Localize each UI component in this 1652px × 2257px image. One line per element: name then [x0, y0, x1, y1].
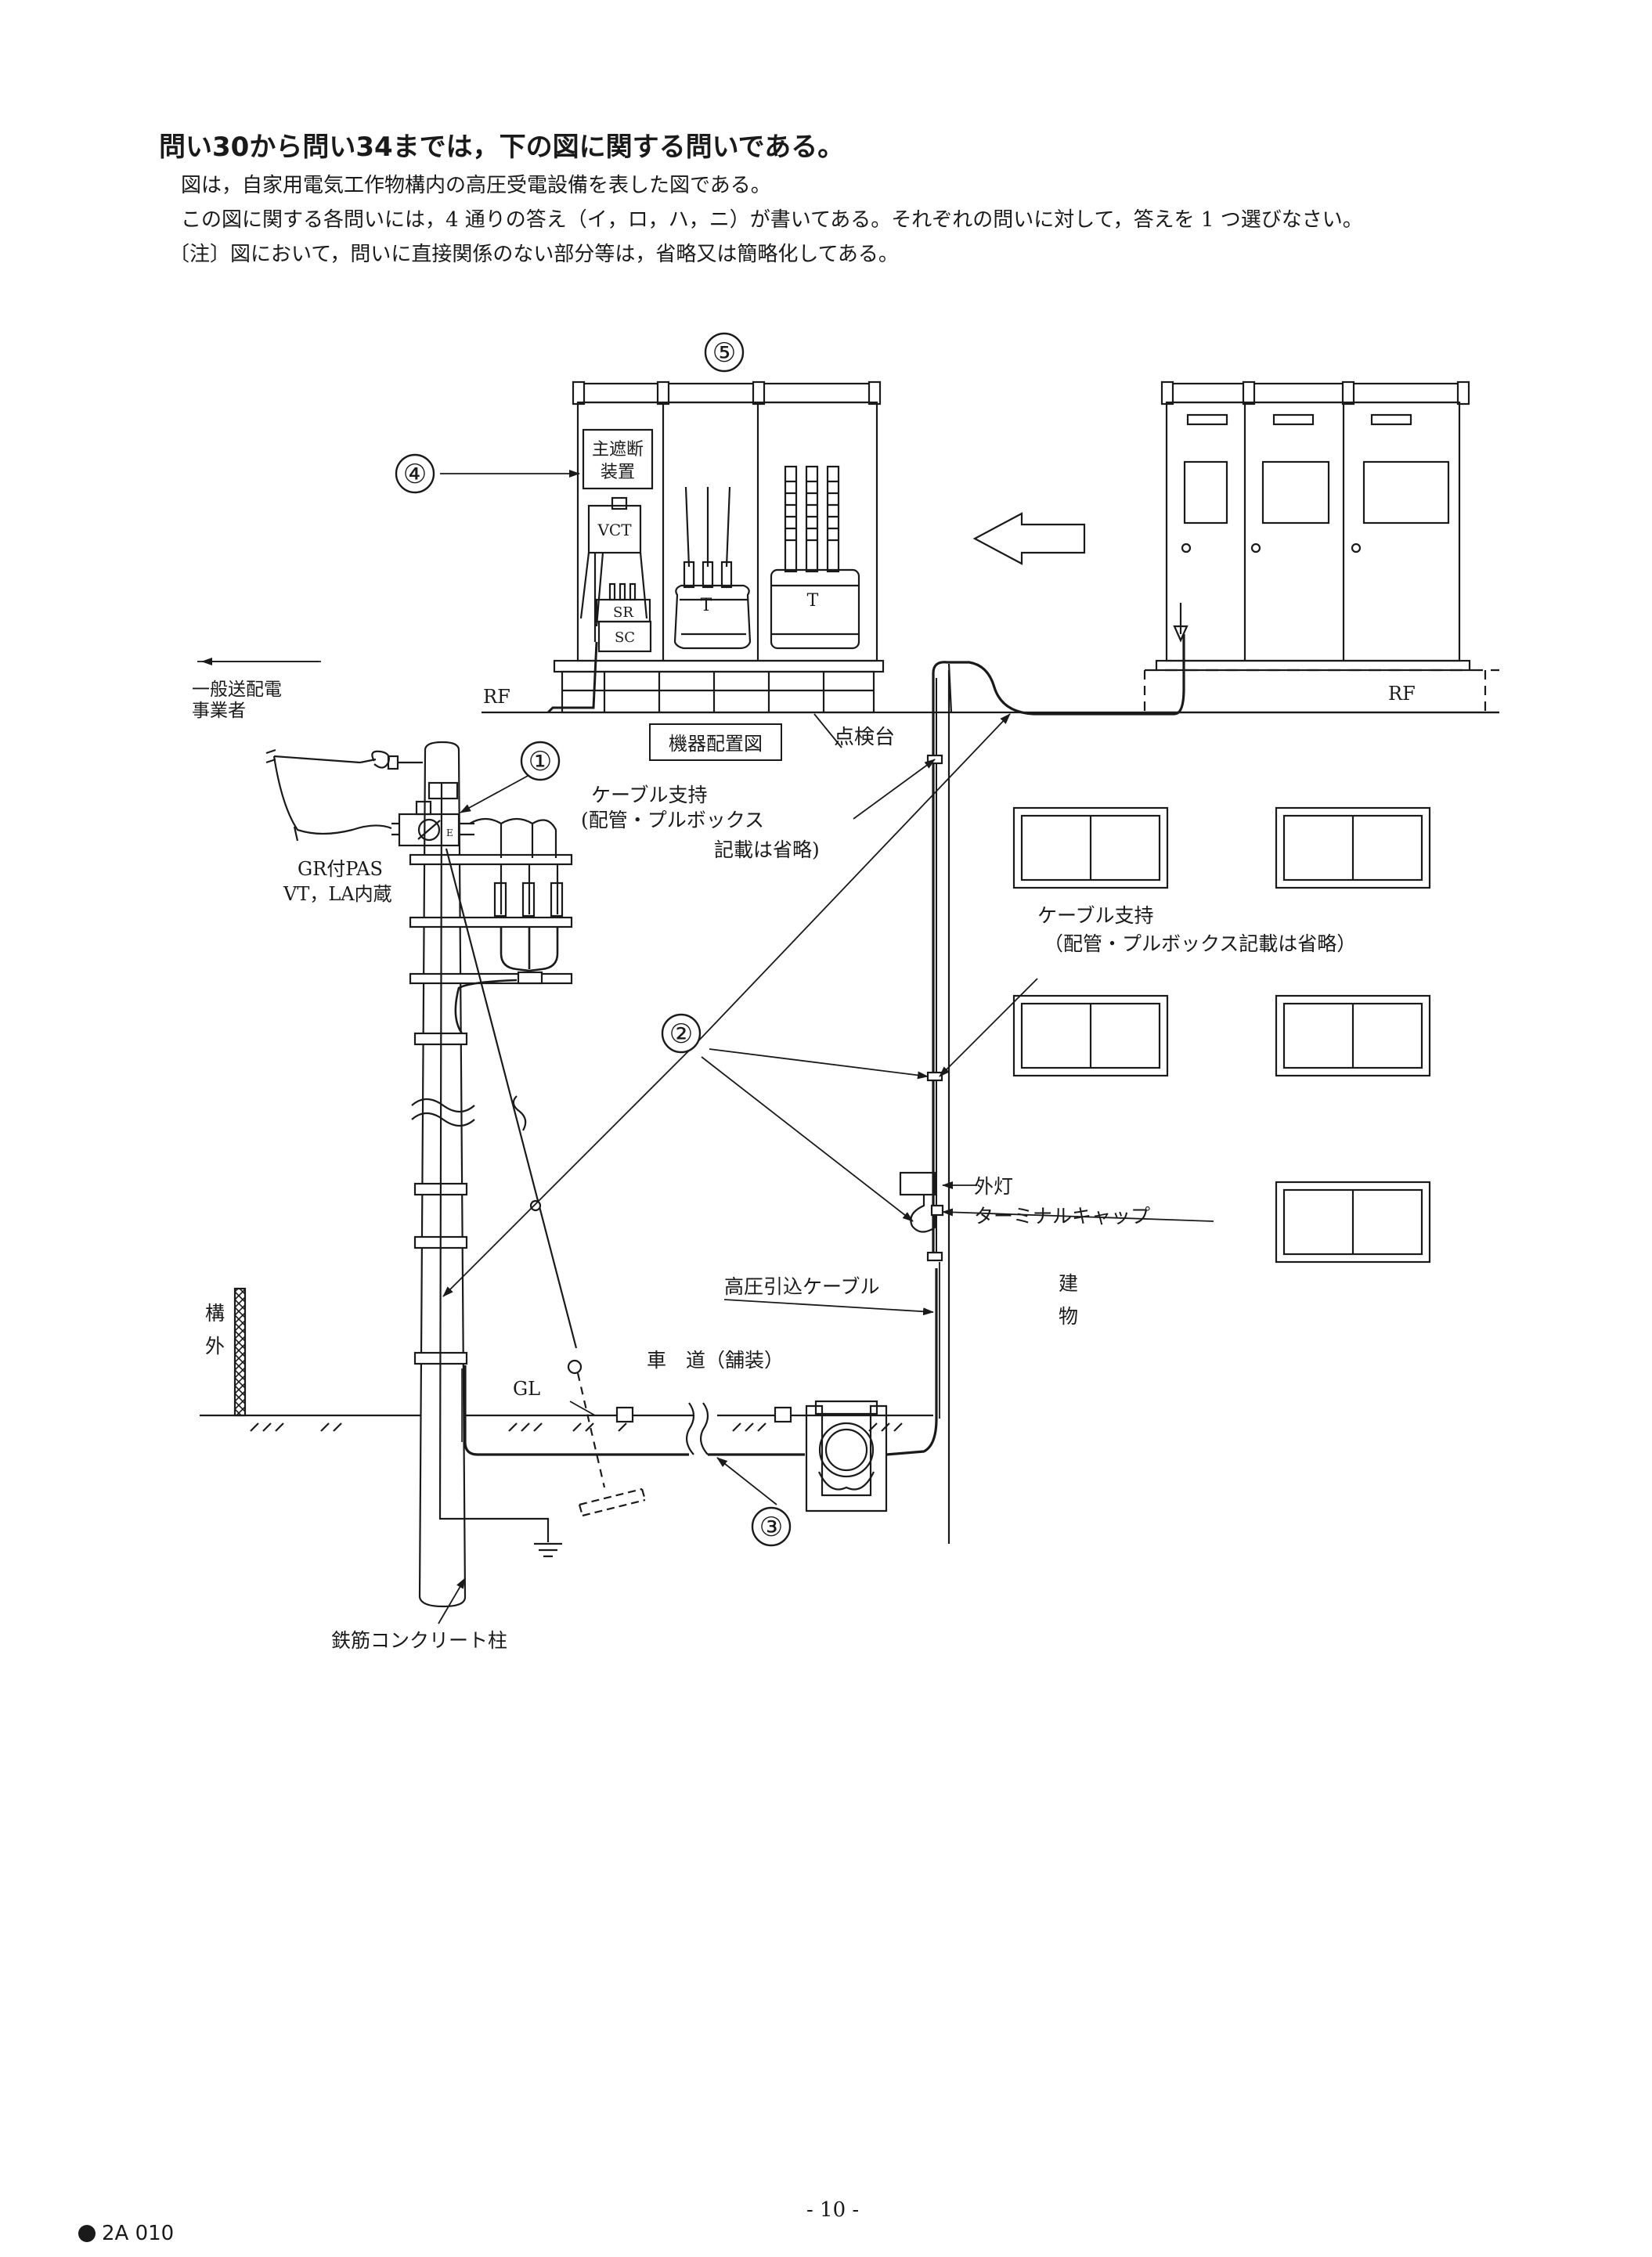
svg-text:③: ③ [759, 1512, 783, 1543]
intro-note: 〔注〕図において，問いに直接関係のない部分等は，省略又は簡略化してある。 [169, 243, 899, 266]
label-pas-2: VT，LA内蔵 [283, 883, 392, 905]
outdoor-light [899, 1171, 936, 1196]
label-rf-left: RF [483, 686, 510, 708]
transformer-2 [770, 465, 860, 650]
svg-text:⑤: ⑤ [712, 337, 736, 369]
footer-code-text: 2A 010 [102, 2222, 175, 2245]
equipment-layout-box [649, 723, 782, 761]
label-hv-cable: 高圧引込ケーブル [724, 1275, 880, 1298]
intro-line-2: この図に関する各問いには，4 通りの答え（イ，ロ，ハ，ニ）が書いてある。それぞれ… [181, 208, 1363, 232]
old-switchgear [1155, 380, 1471, 672]
label-cable-support-note-b: （配管・プルボックス記載は省略） [1044, 932, 1356, 955]
label-transformer-1: T [701, 596, 712, 615]
relocation-arrow [972, 512, 1086, 565]
label-pas-1: GR付PAS [298, 858, 383, 880]
label-building-1: 建 [1059, 1272, 1078, 1295]
marker-1: ① [520, 741, 561, 781]
label-utility-1: 一般送配電 [192, 680, 282, 700]
marker-5: ⑤ [704, 332, 745, 373]
handhole [805, 1400, 888, 1512]
label-utility-2: 事業者 [192, 701, 246, 721]
label-inspection-stand: 点検台 [834, 726, 895, 749]
sc-box [597, 620, 652, 653]
label-pas-e: E [446, 827, 453, 838]
main-breaker-box [582, 428, 654, 490]
label-main-breaker-2: 装置 [601, 463, 635, 482]
label-vct: VCT [597, 521, 632, 539]
label-equipment-layout: 機器配置図 [669, 733, 763, 755]
marker-2: ② [661, 1013, 702, 1054]
label-cable-support-note-a2: 記載は省略) [714, 838, 820, 861]
svg-text:①: ① [528, 746, 552, 777]
label-transformer-2: T [807, 591, 819, 611]
building-windows [1012, 806, 1431, 1264]
label-sr: SR [613, 604, 633, 621]
label-sc: SC [615, 629, 635, 646]
label-outside-2: 外 [205, 1335, 225, 1357]
hv-cable-rooftop [932, 634, 1185, 1256]
cubicle [546, 380, 885, 714]
diagram-labels: 主遮断 装置 VCT SR SC T T RF RF 一般送配電 事業者 機器配… [192, 440, 1416, 1652]
cable-support-3 [926, 1251, 943, 1262]
site-boundary-post [233, 1287, 247, 1417]
terminal-cap [910, 1195, 936, 1233]
label-gl: GL [513, 1378, 540, 1400]
transformer-1 [673, 486, 752, 650]
label-outside-1: 構 [205, 1302, 225, 1325]
label-cable-support-1: ケーブル支持 [591, 784, 708, 806]
label-building-2: 物 [1059, 1305, 1078, 1328]
page-number: - 10 - [806, 2198, 860, 2222]
label-main-breaker-1: 主遮断 [592, 440, 644, 460]
concrete-pole [409, 741, 573, 1608]
underground-cable [463, 1365, 805, 1456]
label-roadway: 車 道（舗装） [647, 1349, 784, 1372]
label-outdoor-light: 外灯 [974, 1175, 1013, 1198]
label-pole: 鉄筋コンクリート柱 [331, 1629, 507, 1652]
intro-line-1: 図は，自家用電気工作物構内の高圧受電設備を表した図である。 [181, 174, 771, 197]
label-terminal-cap: ターミナルキャップ [974, 1205, 1150, 1228]
label-cable-support-note-a1: (配管・プルボックス [581, 809, 764, 831]
marker-4: ④ [395, 453, 435, 494]
svg-text:④: ④ [403, 459, 427, 490]
gr-pas-switch [391, 800, 474, 847]
label-rf-right: RF [1388, 683, 1416, 705]
label-cable-support-2: ケーブル支持 [1037, 904, 1154, 927]
marker-3: ③ [751, 1506, 792, 1547]
footer-code: 2A 010 [78, 2222, 174, 2245]
svg-text:②: ② [669, 1019, 693, 1050]
question-heading: 問い30から問い34までは，下の図に関する問いである。 [159, 132, 845, 163]
vct-box [587, 504, 642, 554]
bullet-icon [78, 2225, 96, 2242]
